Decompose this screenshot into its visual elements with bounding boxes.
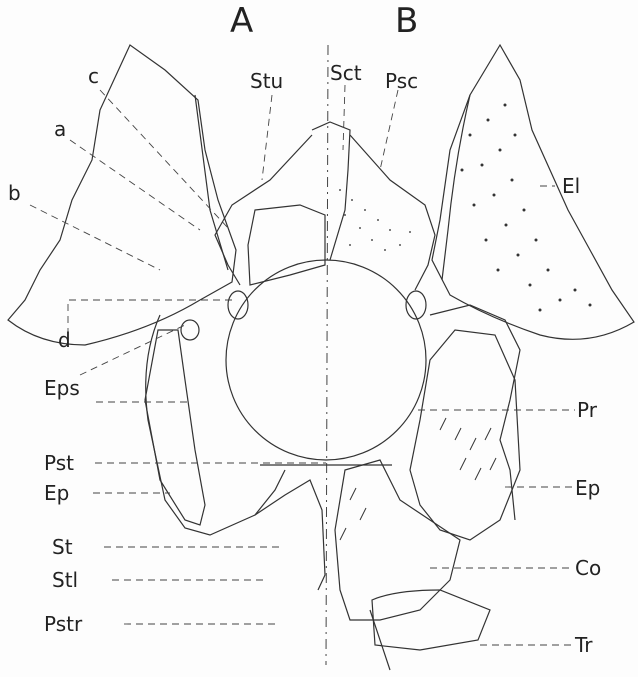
label-sct: Sct [330, 63, 362, 83]
left-plate-window [248, 205, 325, 285]
left-plate [215, 135, 312, 285]
label-b: b [8, 183, 21, 203]
right-wing-inner-line [442, 95, 470, 280]
label-co: Co [575, 558, 601, 578]
label-stl: Stl [52, 570, 78, 590]
panel-label-a: A [230, 4, 253, 38]
setae [340, 418, 496, 540]
label-el: El [562, 176, 580, 196]
label-pstr: Pstr [44, 614, 82, 634]
label-a: a [54, 119, 66, 139]
plate-stippling [339, 189, 411, 251]
midline-axis [326, 45, 328, 665]
left-episternum [146, 315, 285, 535]
label-stu: Stu [250, 71, 283, 91]
panel-label-b: B [395, 4, 418, 38]
label-pr: Pr [577, 400, 597, 420]
left-sternum [255, 480, 325, 590]
left-joint-detail [228, 291, 248, 319]
label-psc: Psc [385, 71, 418, 91]
scutellum [312, 122, 350, 260]
label-ep-right: Ep [575, 478, 600, 498]
right-wing-outline [432, 45, 634, 339]
pronotum-ring [226, 260, 426, 460]
label-d: d [58, 330, 71, 350]
right-trochanter-inner [370, 610, 390, 670]
left-spiracle [181, 320, 199, 340]
label-st: St [52, 537, 73, 557]
right-pronotum-side [430, 305, 520, 520]
leader-lines [30, 85, 575, 645]
label-c: c [88, 66, 99, 86]
label-ep-left: Ep [44, 483, 69, 503]
elytron-punctures [461, 104, 592, 312]
label-eps: Eps [44, 378, 80, 398]
left-wing-inner-line [195, 95, 228, 270]
left-epimeron [145, 330, 205, 525]
label-tr: Tr [575, 635, 593, 655]
right-coxa [335, 460, 460, 620]
label-pst: Pst [44, 453, 74, 473]
